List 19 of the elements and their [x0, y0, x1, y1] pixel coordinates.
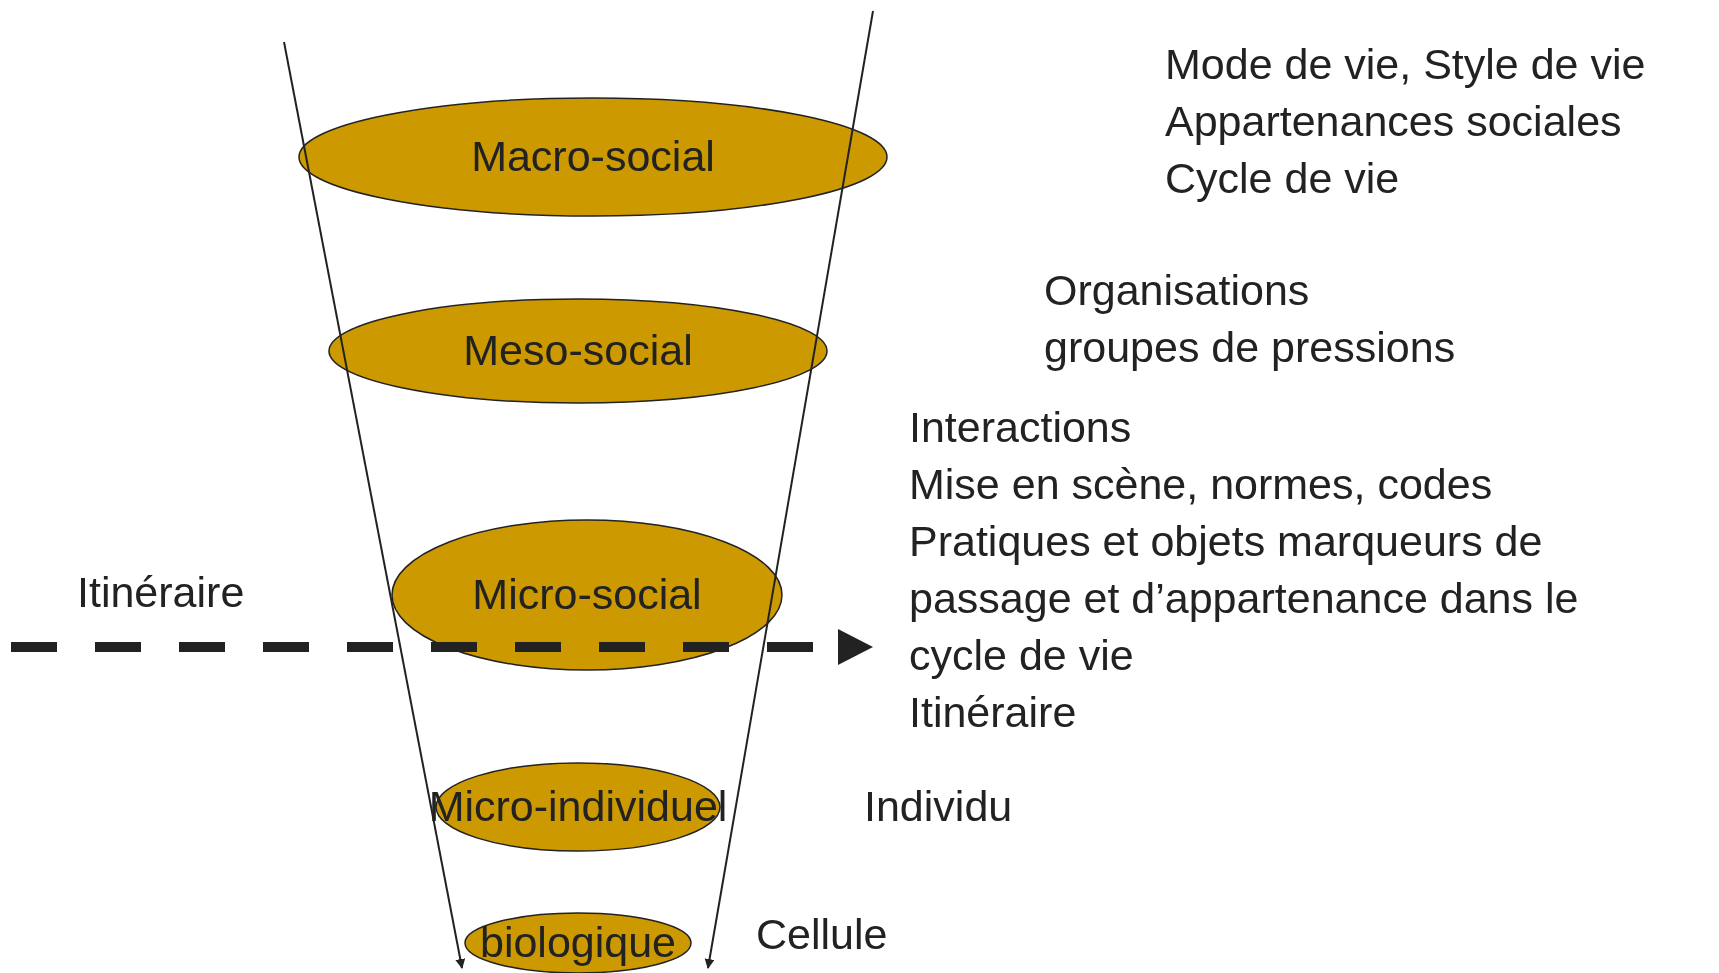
description-text: Pratiques et objets marqueurs de passage et d’appartenance dans le cycle de vie	[909, 516, 1580, 681]
level-label: Meso-social	[463, 327, 693, 375]
level-label: biologique	[479, 919, 677, 967]
level-ellipse	[328, 298, 828, 404]
description-text: Mode de vie, Style de vie	[1165, 39, 1647, 90]
level-label: Micro-social	[472, 571, 702, 619]
description-text: Mise en scène, normes, codes	[909, 459, 1494, 510]
description-text: Cycle de vie	[1165, 153, 1401, 204]
level-label: Macro-social	[471, 133, 715, 181]
level-ellipse	[391, 519, 783, 671]
description-text: Appartenances sociales	[1165, 96, 1623, 147]
description-text: Interactions	[909, 402, 1133, 453]
description-text: Individu	[864, 781, 1014, 832]
description-text: Organisations	[1044, 265, 1311, 316]
description-text: Cellule	[756, 909, 889, 960]
description-text: groupes de pressions	[1044, 322, 1457, 373]
axis-label: Itinéraire	[77, 567, 245, 618]
description-text: Itinéraire	[909, 687, 1078, 738]
level-ellipse	[298, 97, 888, 217]
